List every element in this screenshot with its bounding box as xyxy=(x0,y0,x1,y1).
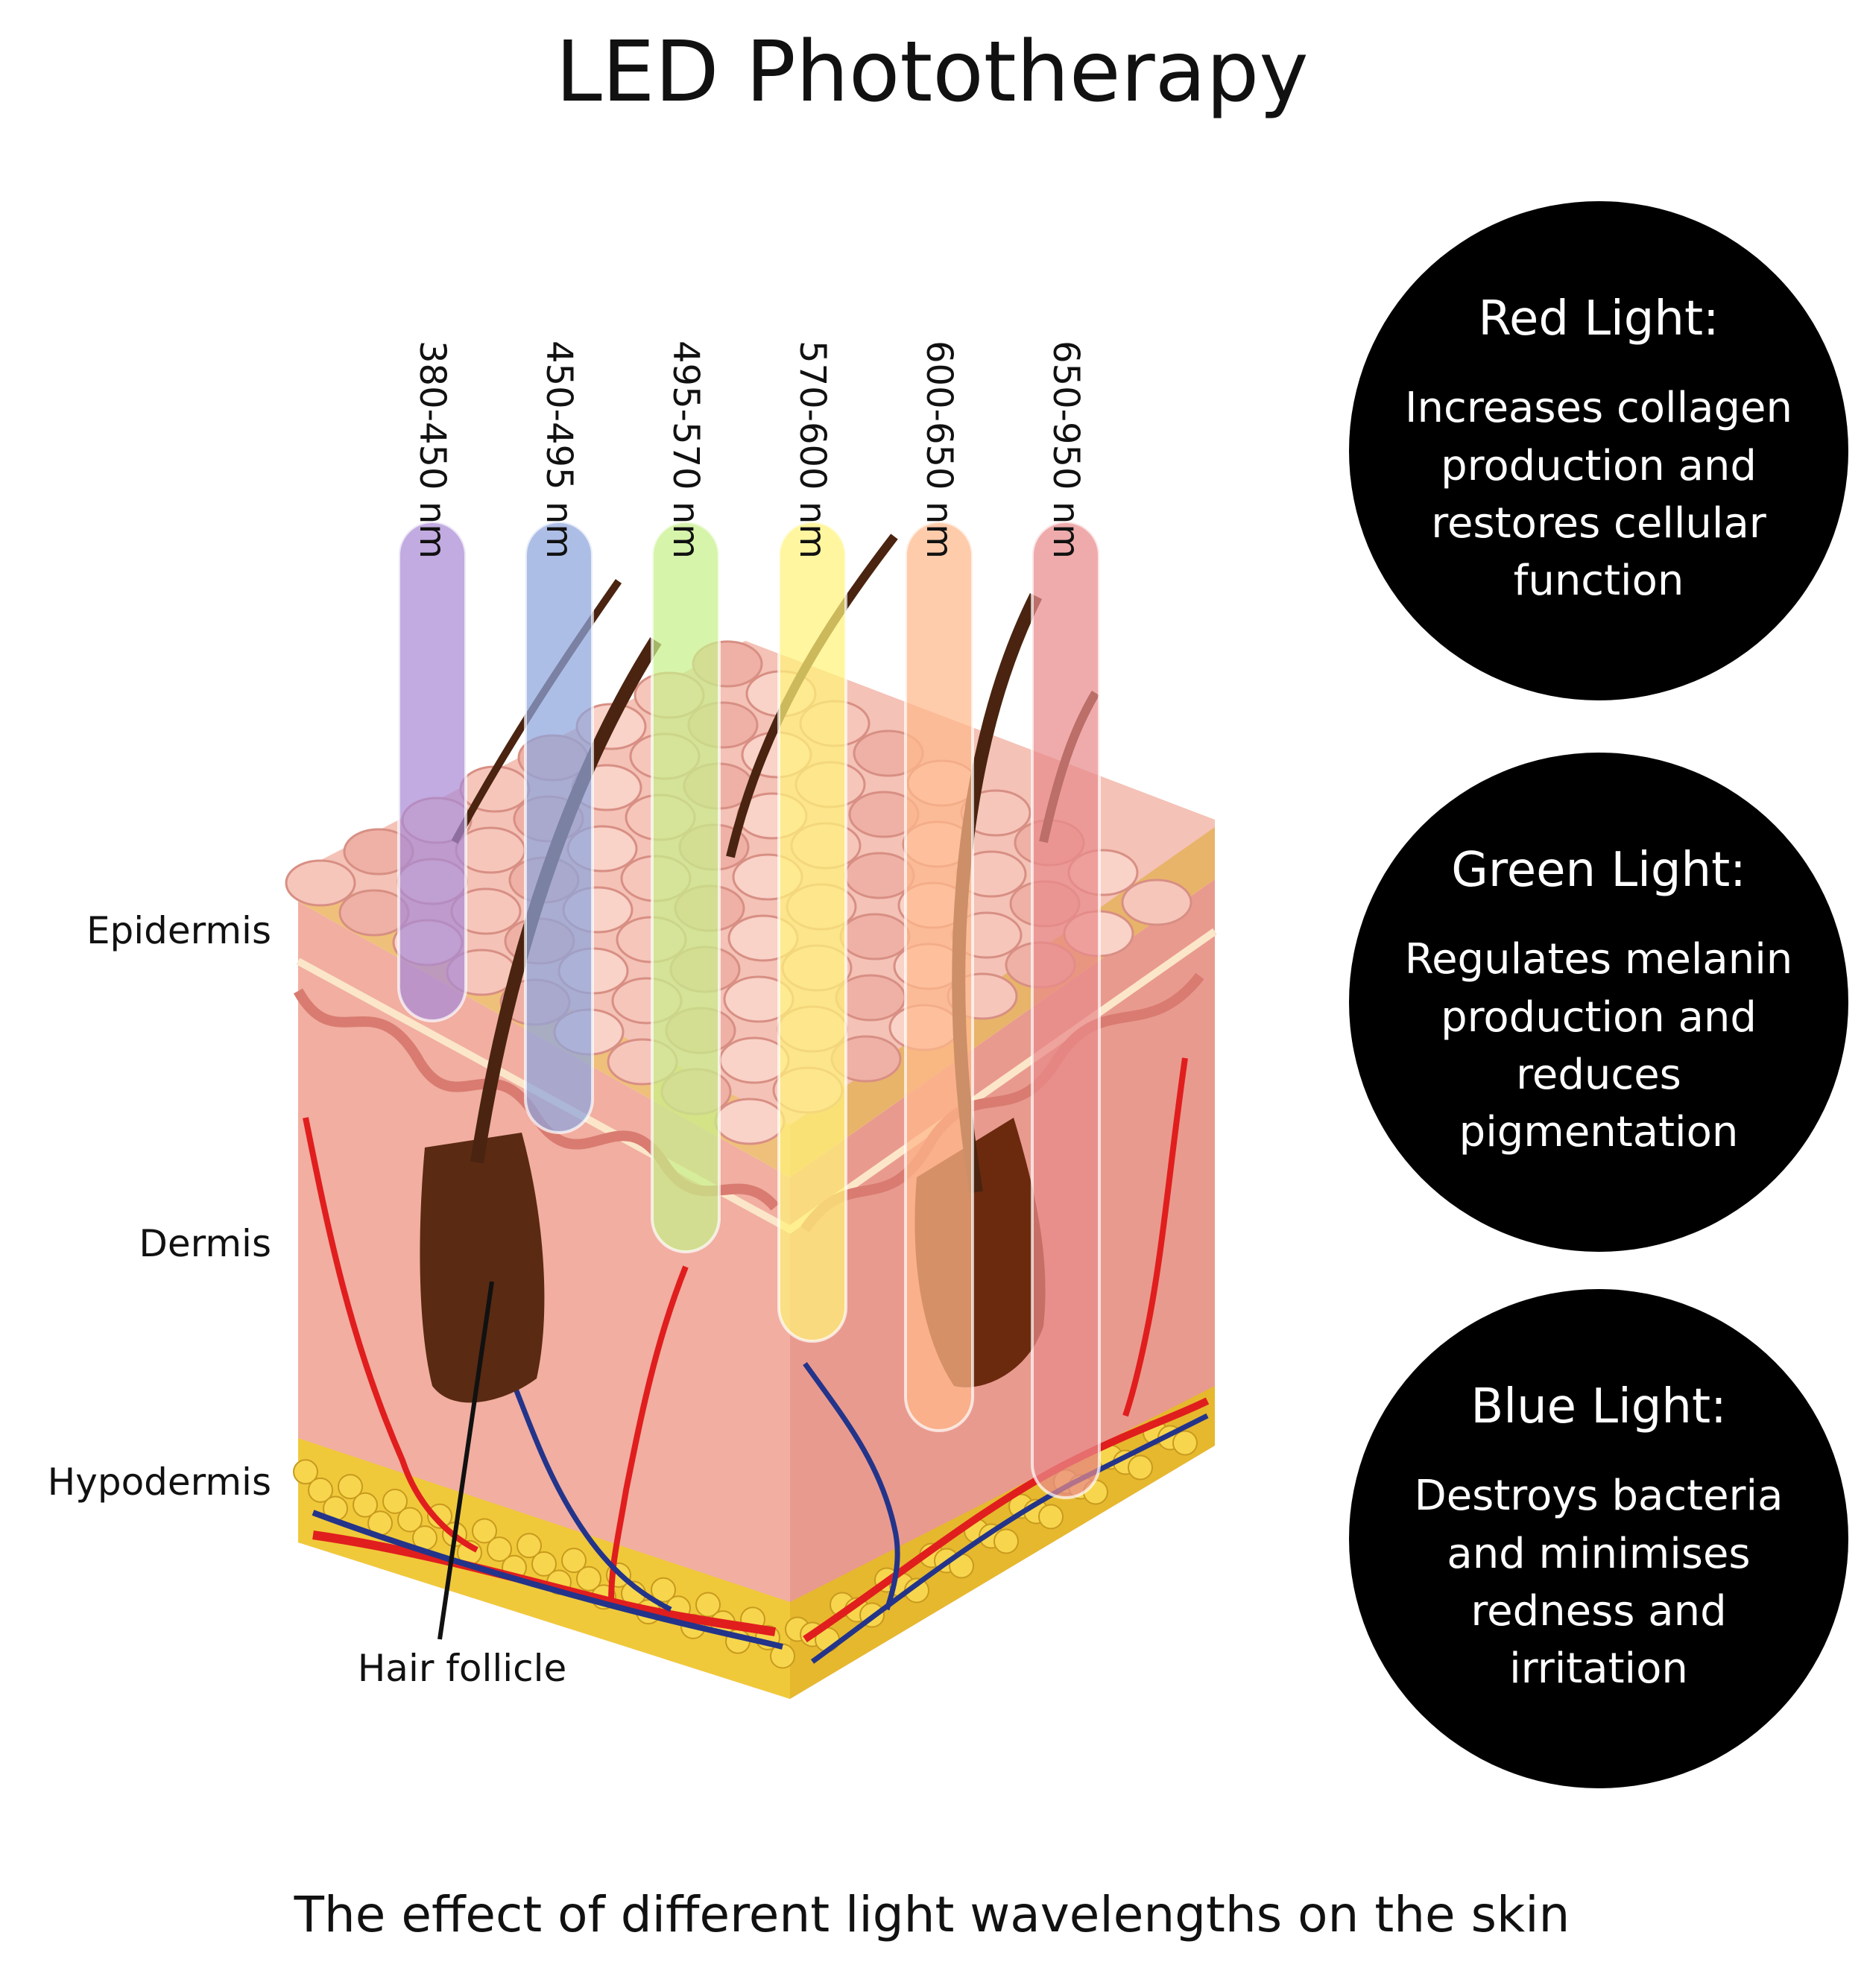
hair-follicle-pointer xyxy=(437,1281,494,1640)
label-hair-follicle: Hair follicle xyxy=(357,1647,567,1690)
light-beam-5 xyxy=(1031,520,1101,1499)
blue-light-title: Blue Light: xyxy=(1470,1378,1727,1434)
fat-cell xyxy=(472,1518,497,1544)
wavelength-label-5: 650-950 nm xyxy=(1045,341,1087,559)
blue-light-info: Blue Light: Destroys bacteria and minimi… xyxy=(1349,1289,1848,1788)
label-hypodermis: Hypodermis xyxy=(47,1460,271,1504)
page-title: LED Phototherapy xyxy=(555,24,1309,121)
label-dermis: Dermis xyxy=(139,1222,271,1265)
label-epidermis: Epidermis xyxy=(86,909,271,952)
vein-vessel xyxy=(803,1361,900,1611)
fat-cell xyxy=(651,1577,676,1603)
fat-cell xyxy=(487,1536,512,1563)
fat-cell xyxy=(993,1528,1019,1554)
wavelength-label-2: 495-570 nm xyxy=(665,341,707,559)
skin-cell xyxy=(714,1098,786,1145)
red-light-body: Increases collagen production and restor… xyxy=(1405,384,1792,606)
fat-cell xyxy=(516,1533,542,1559)
skin-cell xyxy=(844,852,915,899)
fat-cell xyxy=(427,1503,452,1529)
fat-cell xyxy=(1128,1454,1153,1481)
dermal-papillae-right xyxy=(800,972,1204,1232)
fat-cell xyxy=(1038,1504,1064,1530)
vein-vessel xyxy=(312,1510,783,1650)
skin-cell xyxy=(285,859,356,907)
page-caption: The effect of different light wavelength… xyxy=(294,1886,1570,1943)
light-beams xyxy=(397,520,1101,1499)
light-beam-1 xyxy=(524,520,594,1134)
artery-vessel xyxy=(303,1117,478,1553)
fat-cell xyxy=(531,1551,557,1577)
hair-follicle-left xyxy=(420,1133,545,1403)
fat-cell xyxy=(338,1474,363,1500)
artery-vessel xyxy=(608,1265,689,1603)
fat-cell xyxy=(308,1477,333,1503)
wavelength-label-0: 380-450 nm xyxy=(411,341,453,559)
fat-cell xyxy=(576,1566,601,1592)
green-light-body: Regulates melanin production and reduces… xyxy=(1404,935,1793,1157)
fat-cell xyxy=(397,1507,423,1533)
fat-cell xyxy=(382,1488,408,1514)
light-beam-3 xyxy=(777,520,847,1343)
blue-light-body: Destroys bacteria and minimises redness … xyxy=(1414,1472,1784,1694)
fat-cell xyxy=(353,1492,378,1518)
skin-cell xyxy=(839,913,911,960)
light-beam-2 xyxy=(651,520,721,1253)
skin-cell xyxy=(1121,879,1192,926)
fat-cell xyxy=(293,1459,318,1485)
green-light-info: Green Light: Regulates melanin productio… xyxy=(1349,753,1848,1252)
red-light-info: Red Light: Increases collagen production… xyxy=(1349,201,1848,700)
light-beam-0 xyxy=(397,520,467,1022)
vein-vessel xyxy=(810,1413,1209,1664)
artery-vessel xyxy=(312,1530,776,1636)
fat-cell xyxy=(1172,1430,1198,1456)
green-light-title: Green Light: xyxy=(1451,842,1746,898)
red-light-title: Red Light: xyxy=(1478,291,1719,346)
fat-cell xyxy=(695,1592,721,1618)
light-beam-4 xyxy=(904,520,974,1432)
wavelength-label-3: 570-600 nm xyxy=(792,341,833,559)
fat-cell xyxy=(561,1548,587,1574)
artery-vessel xyxy=(1122,1057,1188,1417)
wavelength-label-1: 450-495 nm xyxy=(538,341,580,559)
wavelength-label-4: 600-650 nm xyxy=(918,341,960,559)
